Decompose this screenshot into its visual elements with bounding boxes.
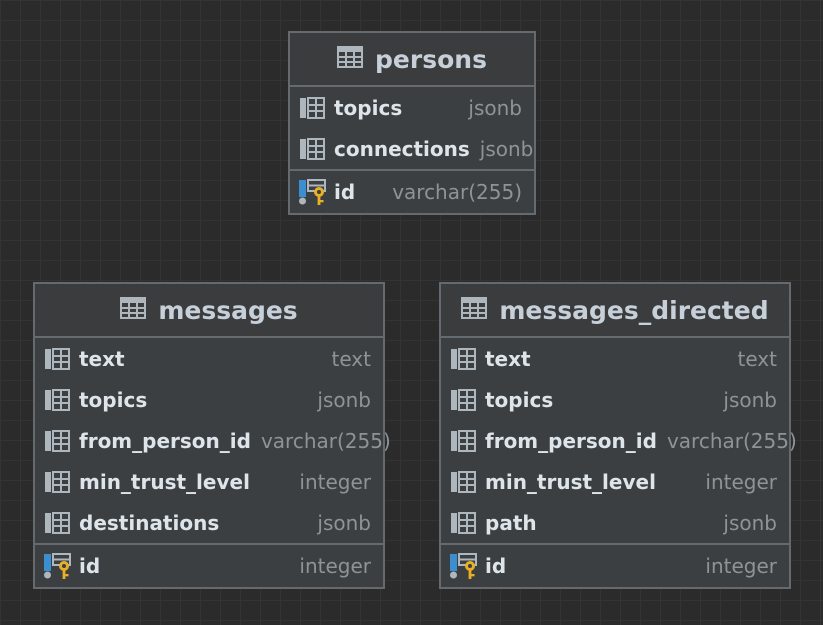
primary-key-icon bbox=[43, 552, 71, 580]
column-name: topics bbox=[79, 387, 148, 412]
column-type: integer bbox=[299, 469, 371, 494]
column-icon bbox=[449, 386, 477, 414]
column-type: varchar(255) bbox=[666, 428, 797, 453]
column-row[interactable]: topics jsonb bbox=[290, 87, 534, 128]
column-type: integer bbox=[705, 469, 777, 494]
primary-key-name: id bbox=[334, 179, 356, 204]
column-type: varchar(255) bbox=[260, 428, 391, 453]
primary-key-row[interactable]: id varchar(255) bbox=[290, 169, 534, 212]
column-icon bbox=[43, 509, 71, 537]
primary-key-type: integer bbox=[299, 553, 371, 578]
entity-title: messages bbox=[158, 295, 298, 325]
column-icon bbox=[449, 509, 477, 537]
table-icon bbox=[337, 45, 364, 74]
column-name: path bbox=[485, 510, 537, 535]
column-name: destinations bbox=[79, 510, 220, 535]
entity-header: messages_directed bbox=[441, 284, 789, 338]
column-name: text bbox=[485, 346, 531, 371]
primary-key-icon bbox=[449, 552, 477, 580]
column-row[interactable]: text text bbox=[441, 338, 789, 379]
table-icon bbox=[120, 296, 147, 325]
column-row[interactable]: topics jsonb bbox=[441, 379, 789, 420]
column-name: text bbox=[79, 346, 125, 371]
column-row[interactable]: from_person_id varchar(255) bbox=[35, 420, 391, 461]
column-icon bbox=[43, 345, 71, 373]
column-icon bbox=[43, 468, 71, 496]
column-type: text bbox=[331, 346, 371, 371]
column-row[interactable]: text text bbox=[35, 338, 383, 379]
entity-messages-directed[interactable]: messages_directed text text topics jsonb… bbox=[439, 282, 797, 589]
entity-title: persons bbox=[375, 44, 487, 74]
column-type: jsonb bbox=[317, 387, 371, 412]
entity-title: messages_directed bbox=[499, 295, 769, 325]
primary-key-row[interactable]: id integer bbox=[441, 543, 789, 586]
column-name: min_trust_level bbox=[79, 469, 250, 494]
primary-key-name: id bbox=[485, 553, 507, 578]
primary-key-type: varchar(255) bbox=[392, 179, 522, 204]
primary-key-icon bbox=[298, 178, 326, 206]
column-row[interactable]: path jsonb bbox=[441, 502, 789, 543]
column-row[interactable]: min_trust_level integer bbox=[35, 461, 383, 502]
column-row[interactable]: destinations jsonb bbox=[35, 502, 383, 543]
column-type: text bbox=[737, 346, 777, 371]
column-icon bbox=[449, 427, 477, 455]
primary-key-type: integer bbox=[705, 553, 777, 578]
primary-key-name: id bbox=[79, 553, 101, 578]
column-row[interactable]: topics jsonb bbox=[35, 379, 383, 420]
column-row[interactable]: from_person_id varchar(255) bbox=[441, 420, 797, 461]
column-icon bbox=[298, 94, 326, 122]
column-name: from_person_id bbox=[79, 428, 251, 453]
column-name: topics bbox=[334, 95, 403, 120]
column-type: jsonb bbox=[468, 95, 522, 120]
column-icon bbox=[43, 386, 71, 414]
column-icon bbox=[449, 468, 477, 496]
column-icon bbox=[449, 345, 477, 373]
column-row[interactable]: min_trust_level integer bbox=[441, 461, 789, 502]
column-icon bbox=[43, 427, 71, 455]
column-name: connections bbox=[334, 136, 470, 161]
column-type: jsonb bbox=[723, 510, 777, 535]
entity-persons[interactable]: persons topics jsonb connections jsonb i… bbox=[288, 31, 536, 215]
entity-header: messages bbox=[35, 284, 383, 338]
column-type: jsonb bbox=[723, 387, 777, 412]
table-icon bbox=[461, 296, 488, 325]
column-name: from_person_id bbox=[485, 428, 657, 453]
column-name: min_trust_level bbox=[485, 469, 656, 494]
column-type: jsonb bbox=[317, 510, 371, 535]
column-type: jsonb bbox=[479, 136, 534, 161]
column-icon bbox=[298, 135, 326, 163]
entity-messages[interactable]: messages text text topics jsonb from_per… bbox=[33, 282, 391, 589]
primary-key-row[interactable]: id integer bbox=[35, 543, 383, 586]
column-name: topics bbox=[485, 387, 554, 412]
column-row[interactable]: connections jsonb bbox=[290, 128, 534, 169]
entity-header: persons bbox=[290, 33, 534, 87]
